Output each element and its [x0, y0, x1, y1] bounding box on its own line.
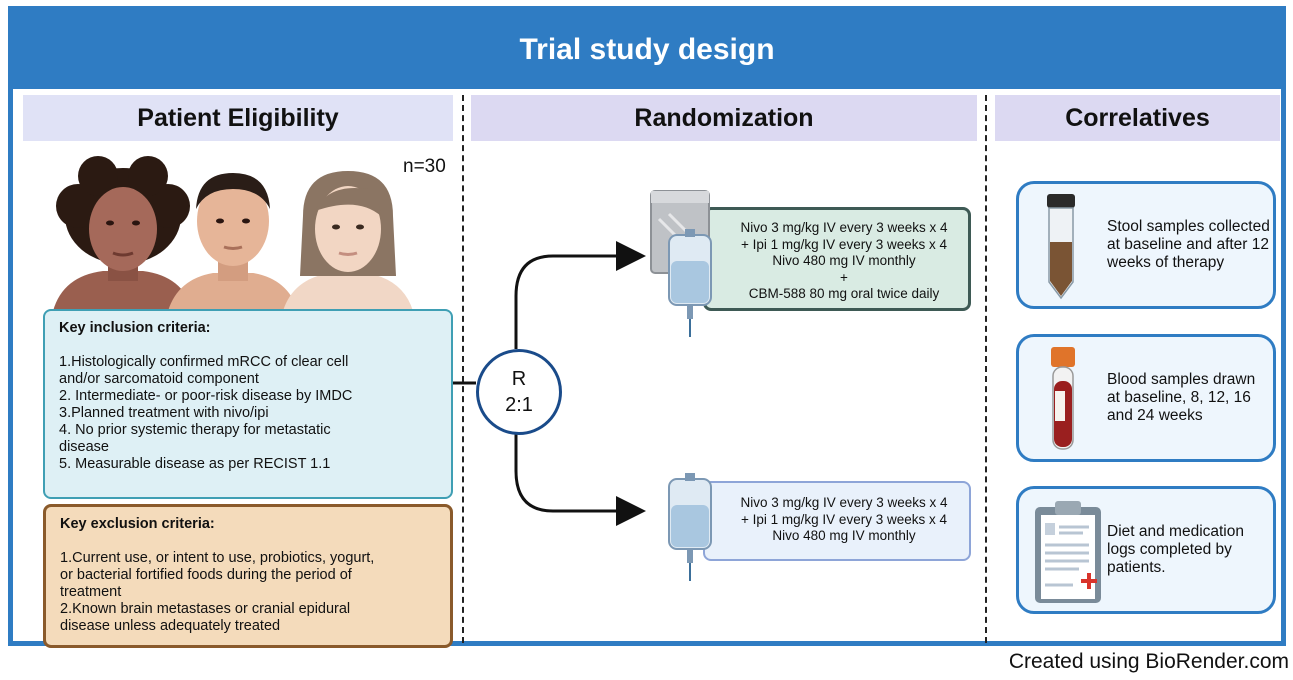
arm-1-line: CBM-588 80 mg oral twice daily — [748, 286, 940, 301]
correlative-card-blood: Blood samples drawn at baseline, 8, 12, … — [1016, 334, 1276, 462]
inclusion-criteria-box: Key inclusion criteria: 1.Histologically… — [43, 309, 453, 499]
exclusion-line: or bacterial fortified foods during the … — [60, 567, 352, 583]
inclusion-line: 3.Planned treatment with nivo/ipi — [59, 405, 269, 421]
patient-face-3-icon — [283, 171, 413, 311]
randomization-ratio: 2:1 — [505, 394, 533, 416]
section-divider-right — [985, 95, 987, 643]
arm-1-line: Nivo 480 mg IV monthly — [772, 253, 916, 268]
arm-1-line: Nivo 3 mg/kg IV every 3 weeks x 4 — [740, 220, 948, 235]
exclusion-criteria-box: Key exclusion criteria: 1.Current use, o… — [43, 504, 453, 648]
patient-face-1-icon — [53, 156, 193, 311]
section-header-correlatives: Correlatives — [995, 95, 1280, 141]
exclusion-line: 2.Known brain metastases or cranial epid… — [60, 601, 351, 617]
biorender-credit: Created using BioRender.com — [1008, 650, 1289, 673]
arm-1-line: + Ipi 1 mg/kg IV every 3 weeks x 4 — [741, 236, 947, 252]
inclusion-line: 5. Measurable disease as per RECIST 1.1 — [59, 456, 331, 472]
iv-bag-arm-1-icon — [668, 229, 712, 337]
section-header-eligibility: Patient Eligibility — [23, 95, 453, 141]
treatment-arm-2-box: Nivo 3 mg/kg IV every 3 weeks x 4 + Ipi … — [703, 481, 971, 561]
inclusion-line: 1.Histologically confirmed mRCC of clear… — [59, 354, 349, 370]
inclusion-line: disease — [59, 439, 109, 455]
sample-size-label: n=30 — [403, 156, 446, 177]
arm-2-line: Nivo 3 mg/kg IV every 3 weeks x 4 — [740, 495, 948, 510]
inclusion-line: 2. Intermediate- or poor-risk disease by… — [59, 388, 353, 404]
arm-2-arrow — [514, 429, 646, 526]
exclusion-criteria-title: Key exclusion criteria: — [60, 516, 215, 532]
arm-2-line: Nivo 480 mg IV monthly — [772, 528, 916, 543]
logs-text: Diet and medication logs completed by pa… — [1107, 523, 1244, 576]
section-header-randomization: Randomization — [471, 95, 977, 141]
blood-sample-text: Blood samples drawn at baseline, 8, 12, … — [1107, 371, 1256, 424]
correlative-card-stool: Stool samples collected at baseline and … — [1016, 181, 1276, 309]
clipboard-log-icon — [1035, 501, 1101, 603]
patients-illustration — [53, 156, 413, 311]
exclusion-line: disease unless adequately treated — [60, 618, 281, 634]
arm-1-arrow — [514, 241, 646, 349]
randomization-letter: R — [511, 368, 527, 390]
inclusion-criteria-title: Key inclusion criteria: — [59, 320, 211, 336]
diagram-title: Trial study design — [13, 11, 1281, 89]
arm-2-line: + Ipi 1 mg/kg IV every 3 weeks x 4 — [741, 511, 947, 527]
treatment-arm-1-box: Nivo 3 mg/kg IV every 3 weeks x 4 + Ipi … — [703, 207, 971, 311]
randomization-circle: R 2:1 — [476, 349, 562, 435]
correlative-card-logs: Diet and medication logs completed by pa… — [1016, 486, 1276, 614]
iv-bag-arm-2-icon — [668, 473, 712, 581]
arm-1-line: + — [840, 269, 848, 285]
inclusion-line: and/or sarcomatoid component — [59, 371, 259, 387]
randomization-connectors — [453, 241, 646, 526]
exclusion-line: treatment — [60, 584, 122, 600]
exclusion-line: 1.Current use, or intent to use, probiot… — [60, 550, 375, 566]
patient-face-2-icon — [168, 173, 298, 311]
study-design-frame: Trial study design Patient Eligibility R… — [8, 6, 1286, 648]
section-divider-left — [462, 95, 464, 643]
stool-sample-tube-icon — [1047, 194, 1075, 300]
stool-sample-text: Stool samples collected at baseline and … — [1107, 218, 1270, 271]
inclusion-line: 4. No prior systemic therapy for metasta… — [59, 422, 331, 438]
blood-sample-tube-icon — [1051, 347, 1075, 450]
